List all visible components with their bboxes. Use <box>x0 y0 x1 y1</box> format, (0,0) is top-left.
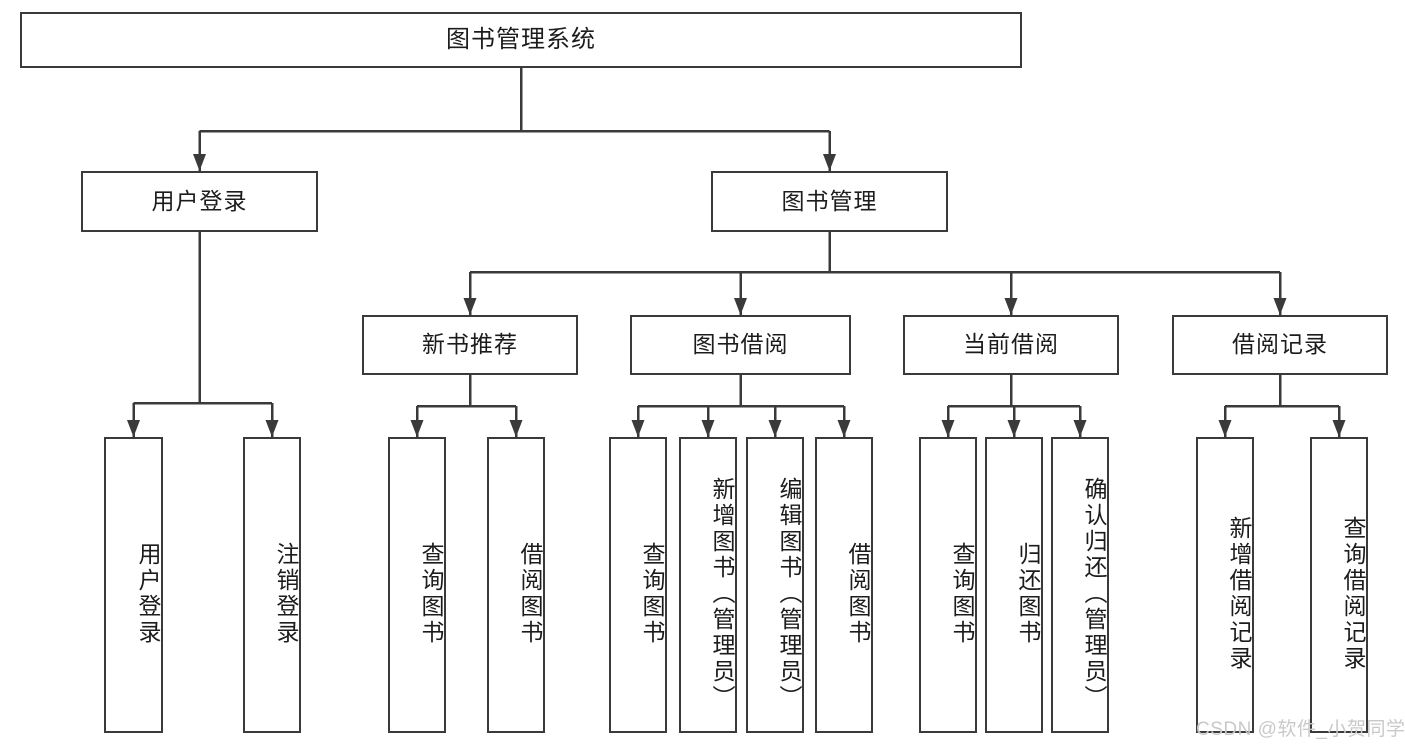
arrowhead-leaf-borrow-book-2 <box>837 420 851 437</box>
node-label: 查询借阅记录 <box>1340 516 1366 672</box>
arrowhead-borrow-record <box>1273 298 1287 315</box>
node-leaf-logout[interactable]: 注销登录 <box>243 437 301 733</box>
node-book-borrow[interactable]: 图书借阅 <box>630 315 851 375</box>
node-label: 图书管理 <box>781 187 878 214</box>
node-label: 归还图书 <box>1015 542 1041 646</box>
arrowhead-leaf-query-book-1 <box>410 420 424 437</box>
arrowhead-leaf-add-record <box>1218 420 1232 437</box>
node-leaf-edit-book[interactable]: 编辑图书（管理员） <box>746 437 804 733</box>
arrowhead-leaf-query-book-3 <box>941 420 955 437</box>
arrowhead-leaf-borrow-book-1 <box>509 420 523 437</box>
node-root[interactable]: 图书管理系统 <box>20 12 1022 68</box>
node-label: 借阅图书 <box>517 542 543 646</box>
arrowhead-user-login <box>193 154 206 171</box>
node-leaf-query-book-2[interactable]: 查询图书 <box>609 437 667 733</box>
node-label: 借阅图书 <box>845 542 871 646</box>
arrowhead-leaf-confirm-return <box>1073 420 1087 437</box>
node-leaf-confirm-return[interactable]: 确认归还（管理员） <box>1051 437 1109 733</box>
node-label: 新书推荐 <box>422 331 518 358</box>
arrowhead-current-borrow <box>1004 298 1018 315</box>
node-current-borrow[interactable]: 当前借阅 <box>903 315 1119 375</box>
node-user-login[interactable]: 用户登录 <box>81 171 318 232</box>
node-new-book-rec[interactable]: 新书推荐 <box>362 315 578 375</box>
node-leaf-add-record[interactable]: 新增借阅记录 <box>1196 437 1254 733</box>
arrowhead-leaf-return-book <box>1007 420 1021 437</box>
node-label: 编辑图书（管理员） <box>776 477 802 711</box>
node-label: 注销登录 <box>273 542 299 646</box>
node-leaf-return-book[interactable]: 归还图书 <box>985 437 1043 733</box>
arrowhead-leaf-logout <box>265 420 279 437</box>
node-label: 用户登录 <box>135 542 161 646</box>
arrowhead-leaf-query-record <box>1332 420 1346 437</box>
node-borrow-record[interactable]: 借阅记录 <box>1172 315 1388 375</box>
node-leaf-query-record[interactable]: 查询借阅记录 <box>1310 437 1368 733</box>
node-leaf-borrow-book-1[interactable]: 借阅图书 <box>487 437 545 733</box>
node-label: 查询图书 <box>949 542 975 646</box>
node-label: 当前借阅 <box>963 331 1059 358</box>
node-leaf-query-book-3[interactable]: 查询图书 <box>919 437 977 733</box>
node-label: 确认归还（管理员） <box>1081 477 1107 711</box>
arrowhead-leaf-user-login <box>127 420 140 437</box>
node-label: 借阅记录 <box>1232 331 1328 358</box>
arrowhead-leaf-query-book-2 <box>631 420 645 437</box>
arrowhead-new-book-rec <box>463 298 477 315</box>
node-leaf-user-login[interactable]: 用户登录 <box>104 437 163 733</box>
arrowhead-book-manage <box>823 154 836 171</box>
node-label: 用户登录 <box>151 187 248 214</box>
arrowhead-leaf-edit-book <box>768 420 782 437</box>
node-leaf-add-book[interactable]: 新增图书（管理员） <box>679 437 737 733</box>
node-label: 新增图书（管理员） <box>709 477 735 711</box>
arrowhead-book-borrow <box>734 298 747 315</box>
node-book-manage[interactable]: 图书管理 <box>711 171 948 232</box>
node-label: 图书借阅 <box>692 331 789 358</box>
arrowhead-leaf-add-book <box>701 420 715 437</box>
node-leaf-query-book-1[interactable]: 查询图书 <box>388 437 446 733</box>
node-label: 查询图书 <box>639 542 665 646</box>
node-label: 查询图书 <box>418 542 444 646</box>
node-label: 图书管理系统 <box>446 25 596 53</box>
node-label: 新增借阅记录 <box>1226 516 1252 672</box>
node-leaf-borrow-book-2[interactable]: 借阅图书 <box>815 437 873 733</box>
